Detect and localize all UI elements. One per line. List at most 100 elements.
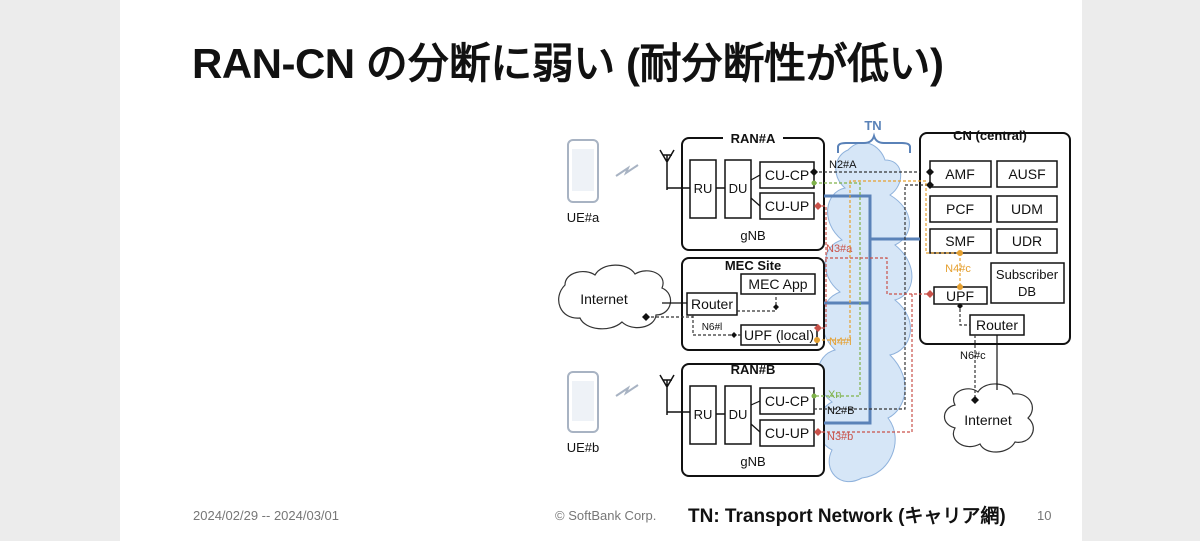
mec-app-box [740,273,816,295]
mec-app-router-line [737,294,777,312]
ran-a-cu-cp-label: CU-CP [765,167,809,183]
upf-local-label: UPF (local) [744,327,814,343]
n3b-label: N3#b [827,431,853,443]
n4l-label: N4#l [829,336,852,348]
n3a-label: N3#a [826,243,853,255]
upf-local-n6-port [731,332,737,338]
cn-smf-label: SMF [945,233,975,249]
n3a-line [817,205,934,295]
ran-b-du [724,385,752,445]
mec-site-title: MEC Site [725,258,781,273]
cn-udm-box [996,195,1058,223]
xn-port-b [811,393,817,399]
ran-a-gnb-label: gNB [740,228,765,243]
mec-n6-line [692,315,741,336]
cn-subscriber-db-box [990,262,1065,304]
footer-tn-note: TN: Transport Network (キャリア網) [688,506,1006,527]
cn-upf-n6-port [957,303,963,309]
tn-brace [837,132,911,153]
ran-b-ru [689,385,717,445]
n2a-port [810,168,818,176]
mec-router-box [686,292,738,316]
ran-a-du-cp-link [750,174,761,181]
ran-a-ru [689,159,717,219]
n3b-line [817,294,913,433]
n4c-label: N4#c [945,263,971,275]
cn-upf-label: UPF [946,288,974,304]
ran-a-cu-up-label: CU-UP [765,198,809,214]
ue-a-label: UE#a [567,210,600,225]
n3b-port [814,428,822,436]
cn-udm-label: UDM [1011,201,1043,217]
ran-b-cu-up [759,419,815,447]
mec-n6-label: N6#l [702,322,723,333]
cn-smf-box [929,228,992,254]
n3-local-port [814,324,822,332]
internet-left-cloud [558,264,672,330]
n2b-line [814,184,930,410]
ran-a-title-bg [723,131,783,145]
cn-subscriber-db-line1: Subscriber [996,267,1059,282]
cn-smf-n4-port [957,250,963,256]
internet-left-port [642,313,650,321]
ran-b-du-cp-link [750,400,761,406]
mec-router-label: Router [691,296,733,312]
page-title: RAN-CN の分断に弱い (耐分断性が低い) [192,40,944,87]
cn-subscriber-db-line2: DB [1018,284,1036,299]
footer-date: 2024/02/29 -- 2024/03/01 [193,508,340,523]
footer-copyright: © SoftBank Corp. [555,508,657,523]
cn-upf-n4-port [957,284,963,290]
xn-port-a [811,180,817,186]
n3a-port [814,202,822,210]
cn-pcf-label: PCF [946,201,974,217]
n2a-label: N2#A [829,159,857,171]
n2a-port-cn [926,168,934,176]
antenna-b-icon [659,374,675,415]
antenna-a-icon [659,149,675,190]
cn-ausf-box [996,160,1058,188]
cn-pcf-box [929,195,992,223]
ran-b-cu-cp-label: CU-CP [765,393,809,409]
mec-app-label: MEC App [748,276,807,292]
n3a-port-cn [926,290,934,298]
n6c-label: N6#c [960,350,986,362]
n4l-port [814,337,820,343]
xn-line [814,182,861,397]
tn-label: TN [864,118,881,133]
tn-link-ran-a [824,194,872,425]
signal-b-icon [615,384,639,397]
cn-udr-box [996,228,1058,254]
ran-b-du-up-link [750,423,761,433]
n6c-port [971,396,979,404]
n4l-line [817,180,960,341]
ue-b-phone-icon [567,371,599,433]
cn-title: CN (central) [953,128,1027,143]
ran-a-du [724,159,752,219]
n2b-port-cn [926,181,934,189]
ran-a-du-label: DU [729,181,748,196]
ran-b-title: RAN#B [731,362,776,377]
ran-a-ru-label: RU [694,181,713,196]
ran-b-cu-cp [759,387,815,415]
n2b-label: N2#B [827,405,855,417]
mec-app-port [773,304,779,310]
ran-b-cu-up-label: CU-UP [765,425,809,441]
ran-b-ru-label: RU [694,407,713,422]
cn-upf-router-line [959,304,970,326]
cn-amf-label: AMF [945,166,975,182]
ran-a-title-text: RAN#A [731,131,776,146]
internet-left-label: Internet [580,291,628,307]
xn-label: Xn [828,389,841,401]
ran-b-gnb-label: gNB [740,454,765,469]
signal-a-icon [615,164,639,177]
ue-b-label: UE#b [567,440,600,455]
cn-udr-label: UDR [1012,233,1042,249]
page-number: 10 [1037,508,1052,523]
cn-amf-box [929,160,992,188]
ran-a-du-up-link [750,197,761,207]
cn-ausf-label: AUSF [1008,166,1045,182]
internet-right-cloud [943,383,1034,453]
cn-router-label: Router [976,317,1018,333]
internet-right-label: Internet [964,412,1012,428]
